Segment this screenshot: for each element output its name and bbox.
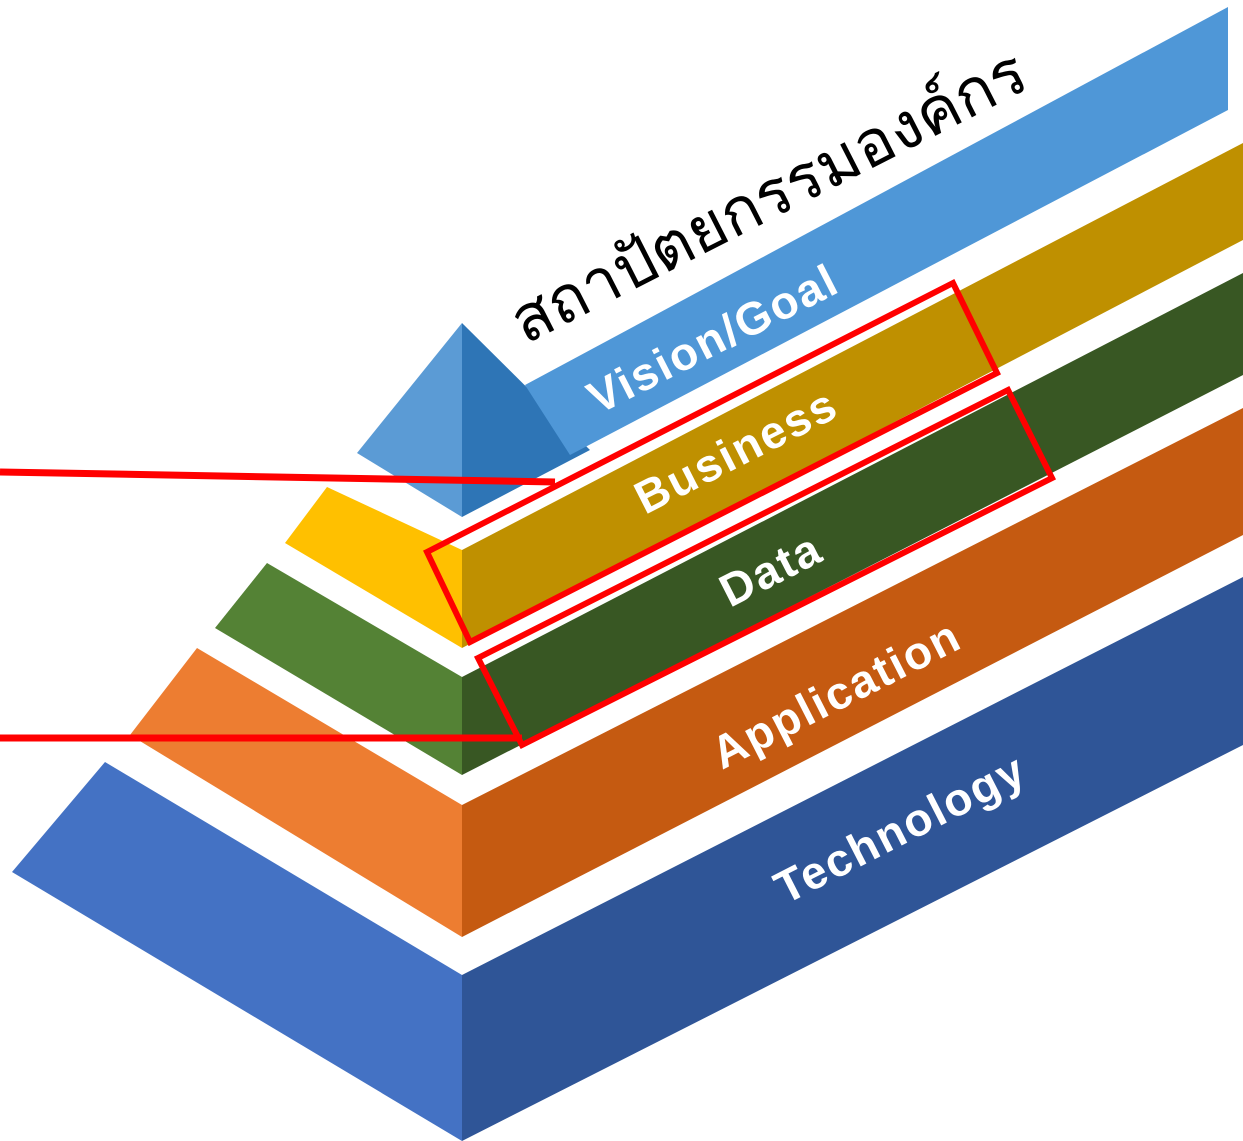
business-highlight-box: [423, 278, 1001, 647]
business-left-face: [285, 487, 462, 648]
vision-tip-right-face: [462, 323, 590, 517]
highlight-annotations: [0, 278, 1057, 750]
technology-left-face: [12, 762, 462, 1141]
layer-data: Data: [215, 273, 1243, 775]
data-highlight-box: [473, 385, 1057, 750]
data-left-face: [215, 563, 462, 775]
technology-right-face: [462, 577, 1243, 1141]
vision-band: [525, 7, 1228, 455]
business-pointer-line: [0, 468, 556, 486]
application-left-face: [130, 648, 462, 937]
business-right-face: [462, 143, 1243, 648]
application-right-face: [462, 408, 1243, 937]
vision-tip-left-face: [357, 323, 462, 517]
data-right-face: [462, 273, 1243, 775]
